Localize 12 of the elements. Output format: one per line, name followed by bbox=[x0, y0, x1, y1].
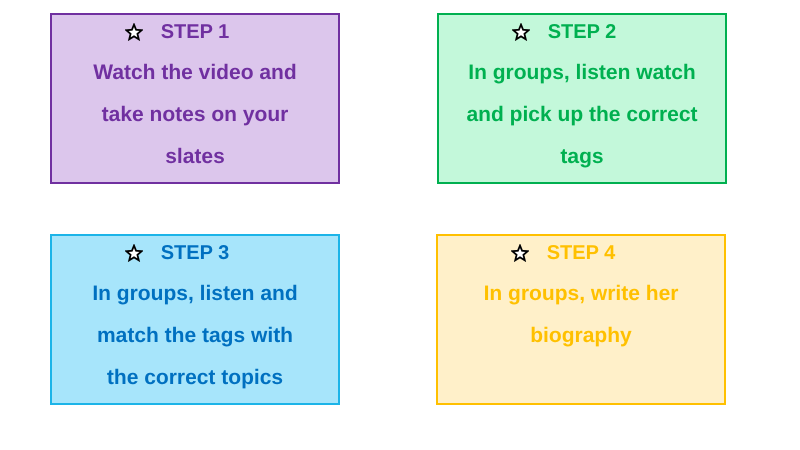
step-heading: STEP 4 bbox=[546, 241, 616, 265]
step-card bbox=[50, 234, 340, 405]
step-instruction: In groups, listen and match the tags with the correct topics bbox=[91, 281, 299, 391]
step-instruction: In groups, listen watch and pick up the correct tags bbox=[465, 60, 699, 170]
step-card bbox=[436, 234, 726, 405]
step-heading: STEP 2 bbox=[548, 20, 616, 44]
step-instruction: Watch the video and take notes on your slates bbox=[92, 60, 298, 170]
step-card bbox=[437, 13, 727, 184]
step-heading: STEP 3 bbox=[160, 241, 230, 265]
step-heading: STEP 1 bbox=[160, 20, 230, 44]
step-card bbox=[50, 13, 340, 184]
step-instruction: In groups, write her biography bbox=[482, 281, 680, 349]
